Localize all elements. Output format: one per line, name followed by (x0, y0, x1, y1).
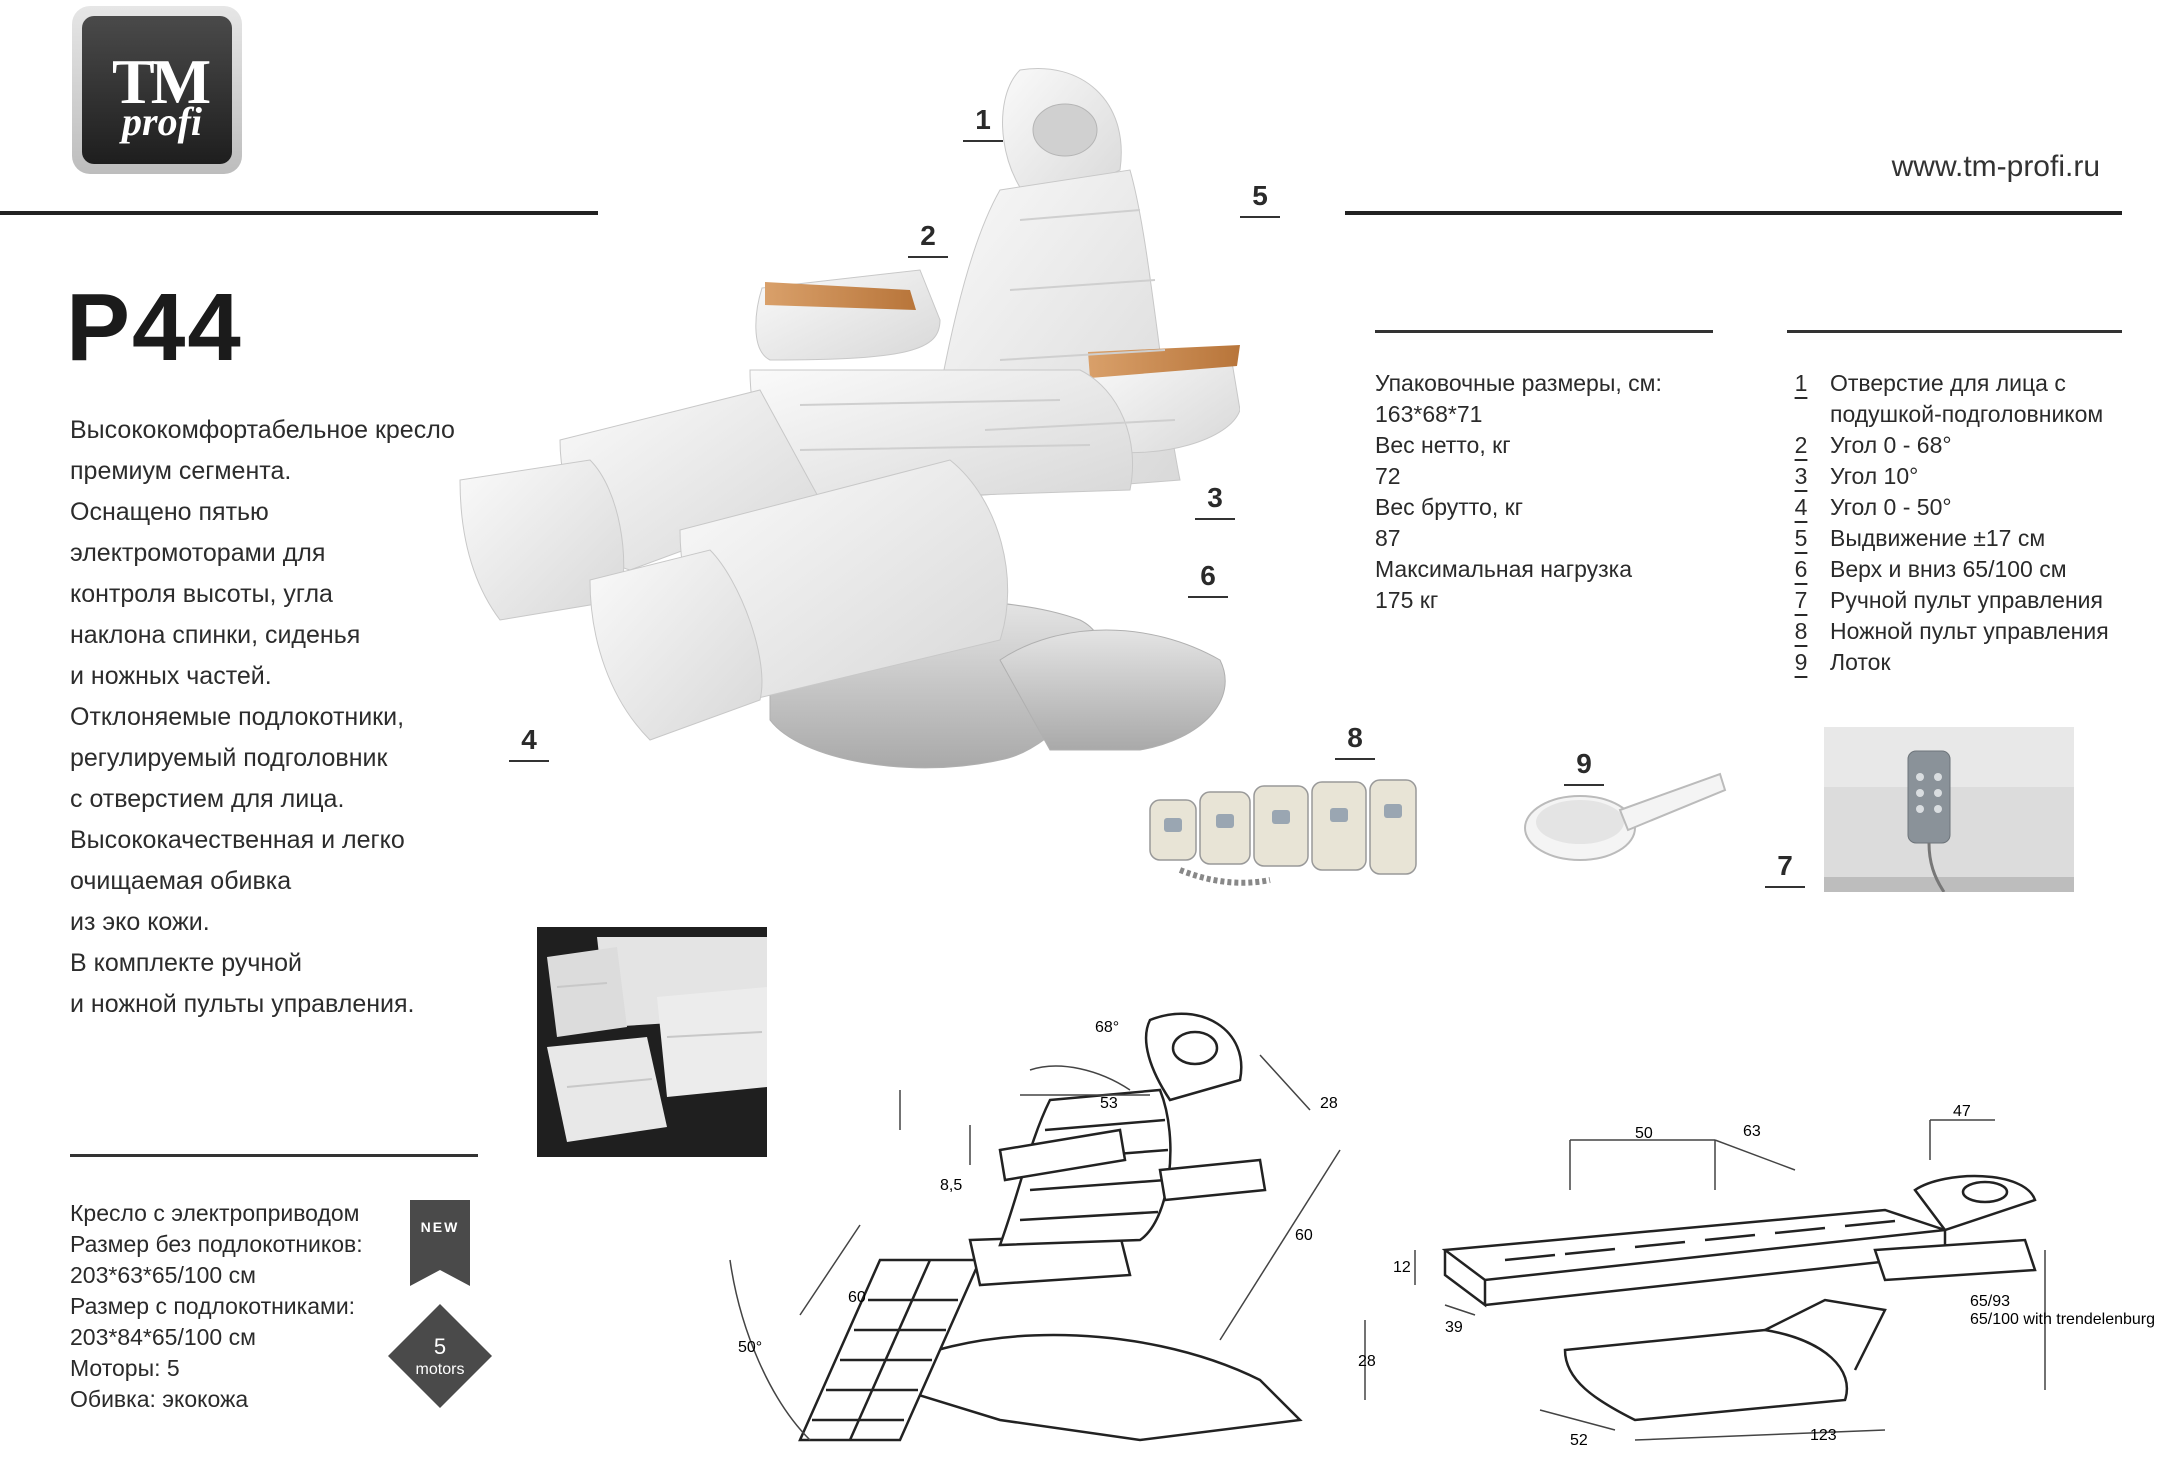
motors-badge-label: motors (416, 1361, 465, 1378)
packaging-info: Упаковочные размеры, см: 163*68*71 Вес н… (1375, 368, 1662, 616)
new-badge: NEW (410, 1200, 470, 1286)
dim-60-left: 60 (848, 1289, 866, 1306)
callout-9: 9 (1564, 748, 1604, 786)
packaging-line: 72 (1375, 463, 1401, 489)
description-line: Оснащено пятью (70, 498, 269, 526)
chair-photo (459, 68, 1240, 769)
description-line: из эко кожи. (70, 908, 210, 936)
technical-drawing-flat: 50 63 47 12 39 65/93 65/100 with trendel… (1393, 1103, 2155, 1449)
legend-rule (1787, 330, 2122, 333)
product-description: Высококомфортабельное кресло премиум сег… (70, 410, 550, 1025)
spec-line: Кресло с электроприводом (70, 1200, 360, 1226)
dim-8-5: 8,5 (940, 1177, 962, 1194)
spec-line: Размер с подлокотниками: (70, 1293, 356, 1319)
description-line: электромоторами для (70, 539, 326, 567)
dim-height: 65/93 (1970, 1293, 2010, 1310)
packaging-line: Максимальная нагрузка (1375, 556, 1633, 582)
legrest-photo (537, 927, 767, 1157)
description-line: Высококомфортабельное кресло (70, 416, 455, 444)
description-line: Отклоняемые подлокотники, (70, 703, 405, 731)
dim-angle-legs: 50° (738, 1339, 762, 1356)
description-line: и ножной пульты управления. (70, 990, 415, 1018)
header-rule-right (1345, 211, 2122, 215)
foot-control-image (1149, 779, 1417, 886)
description-line: и ножных частей. (70, 662, 272, 690)
dim-47: 47 (1953, 1103, 1971, 1120)
motors-badge: 5 motors (388, 1304, 492, 1408)
packaging-rule (1375, 330, 1713, 333)
technical-drawing-side: 68° 53 28 8,5 60 60 50° 28 (729, 1012, 1376, 1442)
dim-12: 12 (1393, 1259, 1411, 1276)
dim-28-top: 28 (1320, 1095, 1338, 1112)
header-rule-left (0, 211, 598, 215)
callout-6: 6 (1188, 560, 1228, 598)
tray-image (1524, 772, 1727, 861)
model-title: P44 (66, 274, 243, 381)
description-line: очищаемая обивка (70, 867, 292, 895)
dim-53: 53 (1100, 1095, 1118, 1112)
description-line: премиум сегмента. (70, 457, 292, 485)
dim-63: 63 (1743, 1123, 1761, 1140)
packaging-line: 175 кг (1375, 587, 1439, 613)
callout-1: 1 (963, 104, 1003, 142)
spec-line: 203*63*65/100 см (70, 1262, 256, 1288)
description-line: контроля высоты, угла (70, 580, 333, 608)
spec-line: 203*84*65/100 см (70, 1324, 256, 1350)
spec-line: Моторы: 5 (70, 1355, 180, 1381)
dim-height-trendelenburg: 65/100 with trendelenburg (1970, 1311, 2155, 1328)
callout-7: 7 (1765, 850, 1805, 888)
description-line: наклона спинки, сиденья (70, 621, 361, 649)
website-url[interactable]: www.tm-profi.ru (1891, 150, 2100, 183)
spec-line: Размер без подлокотников: (70, 1231, 363, 1257)
dim-39: 39 (1445, 1319, 1463, 1336)
description-line: с отверстием для лица. (70, 785, 345, 813)
packaging-line: Упаковочные размеры, см: (1375, 370, 1662, 396)
dim-123: 123 (1810, 1427, 1837, 1444)
motors-badge-number: 5 (434, 1334, 446, 1359)
specs-rule (70, 1154, 478, 1157)
dim-50: 50 (1635, 1125, 1653, 1142)
description-line: Высококачественная и легко (70, 826, 405, 854)
callout-4: 4 (509, 724, 549, 762)
packaging-line: Вес нетто, кг (1375, 432, 1511, 458)
callout-5: 5 (1240, 180, 1280, 218)
new-badge-label: NEW (421, 1219, 460, 1235)
dim-angle-back: 68° (1095, 1019, 1119, 1036)
packaging-line: 87 (1375, 525, 1401, 551)
description-line: регулируемый подголовник (70, 744, 388, 772)
spec-line: Обивка: экокожа (70, 1386, 249, 1412)
dim-60-right: 60 (1295, 1227, 1313, 1244)
legend-item: подушкой-подголовником (1830, 401, 2104, 427)
packaging-line: 163*68*71 (1375, 401, 1483, 427)
callout-2: 2 (908, 220, 948, 258)
callout-3: 3 (1195, 482, 1235, 520)
callout-8: 8 (1335, 722, 1375, 760)
packaging-line: Вес брутто, кг (1375, 494, 1524, 520)
dim-52: 52 (1570, 1432, 1588, 1449)
specs-list: Кресло с электроприводом Размер без подл… (70, 1198, 363, 1415)
hand-remote-image (1824, 727, 2074, 892)
dim-28-bottom: 28 (1358, 1353, 1376, 1370)
description-line: В комплекте ручной (70, 949, 303, 977)
brand-logo: TM profi (72, 6, 242, 174)
